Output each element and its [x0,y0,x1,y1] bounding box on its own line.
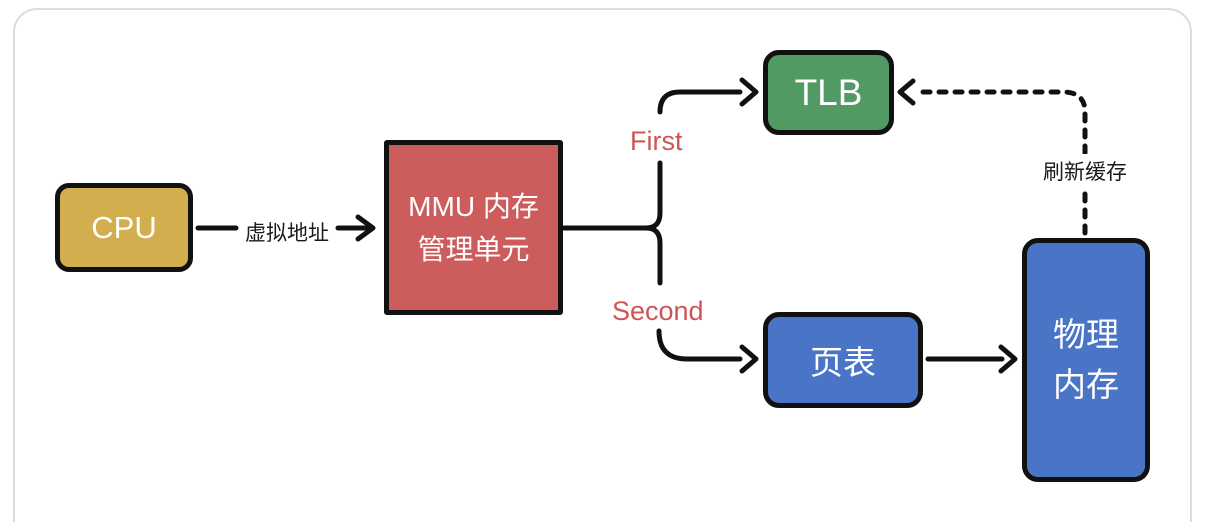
virtual-address-label: 虚拟地址 [245,222,329,245]
mmu-to-page-table-line-lower [656,328,743,362]
page-table-to-physical-memory-arrow-head [998,344,1018,374]
page-table-node: 页表 [763,312,923,408]
tlb-node: TLB [763,50,894,135]
mmu-to-tlb-line-upper [657,89,743,115]
mmu-to-page-table-line-upper [643,225,663,286]
refresh-cache-label: 刷新缓存 [1040,154,1130,188]
physical-memory-to-tlb-arrow-head [897,78,916,106]
physical-memory-node: 物理 内存 [1022,238,1150,482]
mmu-to-page-table-arrow-head [739,344,759,374]
cpu-node: CPU [55,183,193,272]
mmu-to-tlb-arrow-head [739,77,759,107]
second-label: Second [610,296,706,327]
mmu-node: MMU 内存 管理单元 [384,140,563,315]
cpu-to-mmu-arrow-head [355,214,376,242]
physical-memory-to-tlb-dashed-line [913,89,1088,236]
first-label: First [628,126,685,157]
mmu-to-tlb-line-lower [643,160,663,231]
